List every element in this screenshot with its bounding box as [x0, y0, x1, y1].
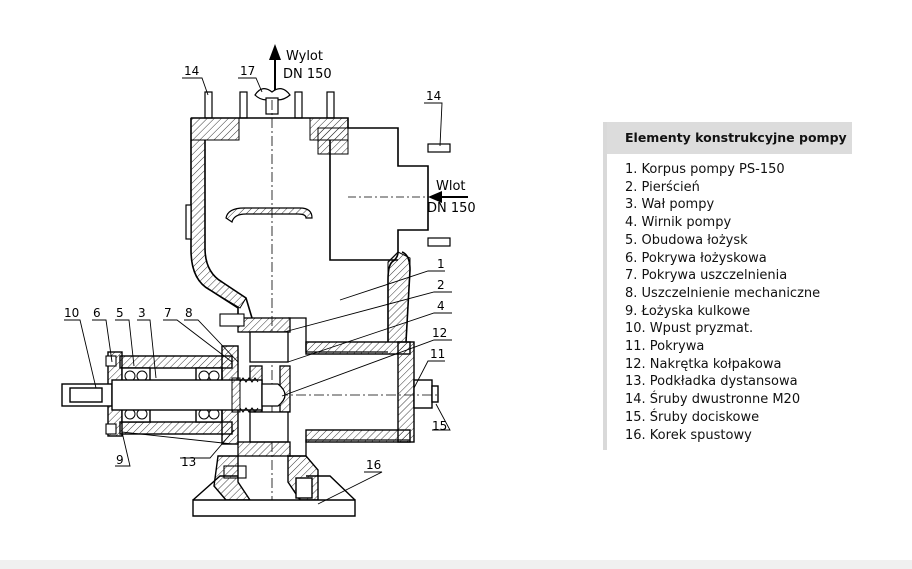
- ball-bearings: [124, 370, 220, 420]
- legend-item: 11. Pokrywa: [625, 339, 705, 355]
- callout-7: 7: [164, 306, 172, 320]
- legend-item: 4. Wirnik pompy: [625, 215, 732, 231]
- pump-base: [192, 455, 356, 517]
- inner-vane: [225, 207, 313, 223]
- inlet-arrow: [428, 191, 468, 203]
- callout-8: 8: [185, 306, 193, 320]
- callout-2: 2: [437, 278, 445, 292]
- inlet-label-line1: Wlot: [436, 179, 466, 194]
- callout-13: 13: [181, 455, 196, 469]
- legend-item: 5. Obudowa łożysk: [625, 232, 748, 248]
- callout-17: 17: [240, 64, 255, 78]
- inlet-label-line2: DN 150: [427, 201, 476, 216]
- parts-legend: Elementy konstrukcyjne pompy 1. Korpus p…: [603, 122, 852, 451]
- legend-item: 13. Podkładka dystansowa: [625, 374, 798, 390]
- legend-item: 10. Wpust pryzmat.: [625, 321, 754, 337]
- legend-item: 1. Korpus pompy PS-150: [625, 162, 785, 177]
- legend-item: 12. Nakrętka kołpakowa: [625, 356, 782, 372]
- vent-plug: [254, 88, 291, 115]
- side-studs: [427, 143, 451, 247]
- legend-item: 6. Pokrywa łożyskowa: [625, 250, 767, 266]
- legend-item: 3. Wał pompy: [625, 197, 715, 213]
- housing-boss: [185, 204, 192, 240]
- mechanical-seal: [231, 377, 259, 413]
- callout-5: 5: [116, 306, 124, 320]
- outlet-arrow: [269, 44, 281, 90]
- legend-item: 16. Korek spustowy: [625, 427, 752, 443]
- legend-item: 7. Pokrywa uszczelnienia: [625, 268, 788, 284]
- callout-15: 15: [432, 419, 447, 433]
- callout-14-side: 14: [426, 89, 441, 103]
- callout-11: 11: [430, 347, 445, 361]
- callout-16: 16: [366, 458, 381, 472]
- legend-item: 14. Śruby dwustronne M20: [625, 392, 801, 408]
- legend-item: 8. Uszczelnienie mechaniczne: [625, 285, 821, 301]
- pump-cross-section-drawing: Wylot DN 150 Wlot DN: [61, 44, 476, 517]
- outlet-label-line2: DN 150: [283, 67, 332, 82]
- legend-item: 9. Łożyska kulkowe: [625, 303, 751, 319]
- legend-list: 1. Korpus pompy PS-150 2. Pierścień 3. W…: [607, 154, 852, 450]
- callout-3: 3: [138, 306, 146, 320]
- callout-6: 6: [93, 306, 101, 320]
- callout-1: 1: [437, 257, 445, 271]
- callout-4: 4: [437, 299, 445, 313]
- legend-item: 15. Śruby dociskowe: [625, 409, 760, 425]
- upper-housing-hatch: [190, 117, 411, 343]
- outlet-label-line1: Wylot: [286, 49, 323, 64]
- impeller-nut: [261, 383, 286, 407]
- volute-chamber: [305, 341, 439, 443]
- legend-item: 2. Pierścień: [625, 179, 700, 195]
- legend-title: Elementy konstrukcyjne pompy: [607, 122, 852, 154]
- callout-9: 9: [116, 453, 124, 467]
- callout-leaders: [64, 77, 452, 505]
- bottom-bar: [0, 560, 912, 569]
- callout-10: 10: [64, 306, 79, 320]
- callout-12: 12: [432, 326, 447, 340]
- callout-numbers: 17 14 14 1 2 4 12 11 15 16 10 6 5 3 7 8 …: [64, 64, 447, 472]
- callout-14-top: 14: [184, 64, 199, 78]
